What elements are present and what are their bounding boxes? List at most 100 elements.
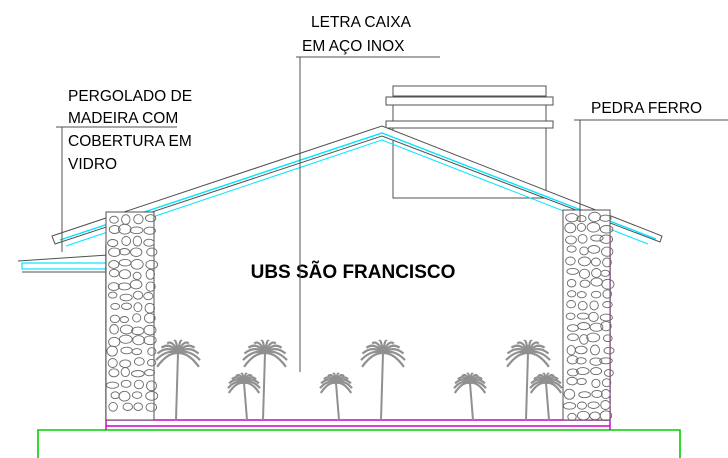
stone-pillar-right — [562, 209, 615, 422]
plant-trunk — [545, 382, 550, 421]
stone — [147, 347, 157, 356]
stone — [562, 402, 577, 410]
stone — [119, 316, 129, 324]
stone — [107, 358, 118, 368]
stone — [145, 391, 159, 401]
stone — [108, 225, 121, 234]
stone — [566, 245, 577, 253]
plant-trunk — [469, 382, 474, 421]
stone — [132, 313, 142, 323]
stone — [118, 390, 131, 402]
stone — [131, 348, 143, 356]
stone — [577, 234, 588, 244]
stone — [133, 302, 143, 313]
stone — [603, 346, 615, 355]
stone — [109, 215, 119, 224]
stone — [577, 322, 591, 331]
stone — [130, 247, 143, 257]
stone — [603, 334, 613, 343]
stone — [143, 335, 157, 346]
stone — [589, 322, 604, 332]
stone — [566, 278, 577, 288]
label-stone: PEDRA FERRO — [591, 100, 702, 117]
roof — [51, 125, 663, 247]
stone — [601, 378, 612, 388]
stone — [566, 355, 579, 365]
stone — [591, 389, 603, 398]
roof-box — [385, 85, 554, 199]
stone — [567, 412, 577, 421]
stone — [146, 380, 157, 392]
stone — [574, 345, 588, 355]
stone — [586, 332, 601, 343]
stone — [119, 324, 134, 335]
stone — [133, 379, 144, 390]
stone — [601, 246, 614, 257]
stone — [119, 293, 133, 302]
stone — [118, 248, 131, 256]
stone — [599, 410, 613, 422]
stone — [565, 235, 577, 245]
stone — [108, 247, 121, 257]
stone — [601, 278, 615, 290]
plant-leaf — [264, 351, 287, 368]
stone — [603, 369, 614, 377]
stone — [564, 222, 577, 234]
stone — [590, 290, 602, 299]
stone — [129, 226, 144, 235]
plant-trunk — [262, 352, 266, 421]
stone — [117, 223, 132, 235]
stone — [108, 260, 120, 269]
stone — [145, 402, 158, 412]
stone — [120, 379, 132, 388]
stone — [576, 215, 587, 223]
stone — [576, 401, 587, 410]
label-letter-box-line1: LETRA CAIXA — [311, 14, 412, 31]
label-letter-box-line2: EM AÇO INOX — [302, 38, 405, 55]
stone — [132, 290, 144, 300]
stone — [133, 214, 144, 225]
plant-trunk — [175, 352, 179, 421]
stone — [586, 222, 601, 233]
plant-leaf — [335, 381, 353, 394]
plant-trunk — [243, 382, 248, 421]
stone — [121, 236, 132, 246]
stone — [578, 391, 591, 399]
stone — [590, 367, 603, 376]
stone — [590, 257, 601, 267]
stone — [132, 235, 143, 247]
stone — [601, 389, 611, 400]
stone — [143, 292, 154, 301]
stone — [589, 300, 599, 311]
stone — [579, 334, 589, 345]
stone — [588, 211, 602, 223]
stone — [600, 400, 611, 410]
stone — [600, 269, 610, 277]
stone — [590, 234, 604, 242]
plants — [155, 339, 563, 421]
stone — [145, 268, 155, 280]
stone — [110, 302, 121, 310]
stone — [563, 388, 576, 400]
plant-leaf — [527, 351, 550, 368]
stone — [145, 281, 156, 292]
stone — [578, 268, 591, 279]
plant-trunk — [380, 352, 384, 421]
stone — [131, 391, 143, 399]
stone — [591, 378, 601, 388]
stone — [109, 324, 119, 335]
facade-sign: UBS SÃO FRANCISCO — [251, 261, 456, 283]
stone — [600, 320, 612, 332]
stone — [146, 358, 157, 367]
stone — [132, 335, 145, 346]
pergola — [17, 254, 109, 273]
stone — [599, 234, 614, 244]
stone — [587, 245, 601, 254]
plant-leaf — [382, 351, 405, 368]
stone — [133, 357, 145, 366]
stone — [145, 259, 159, 270]
stone — [133, 402, 143, 411]
stone — [130, 258, 144, 270]
plant-leaf — [177, 351, 200, 368]
